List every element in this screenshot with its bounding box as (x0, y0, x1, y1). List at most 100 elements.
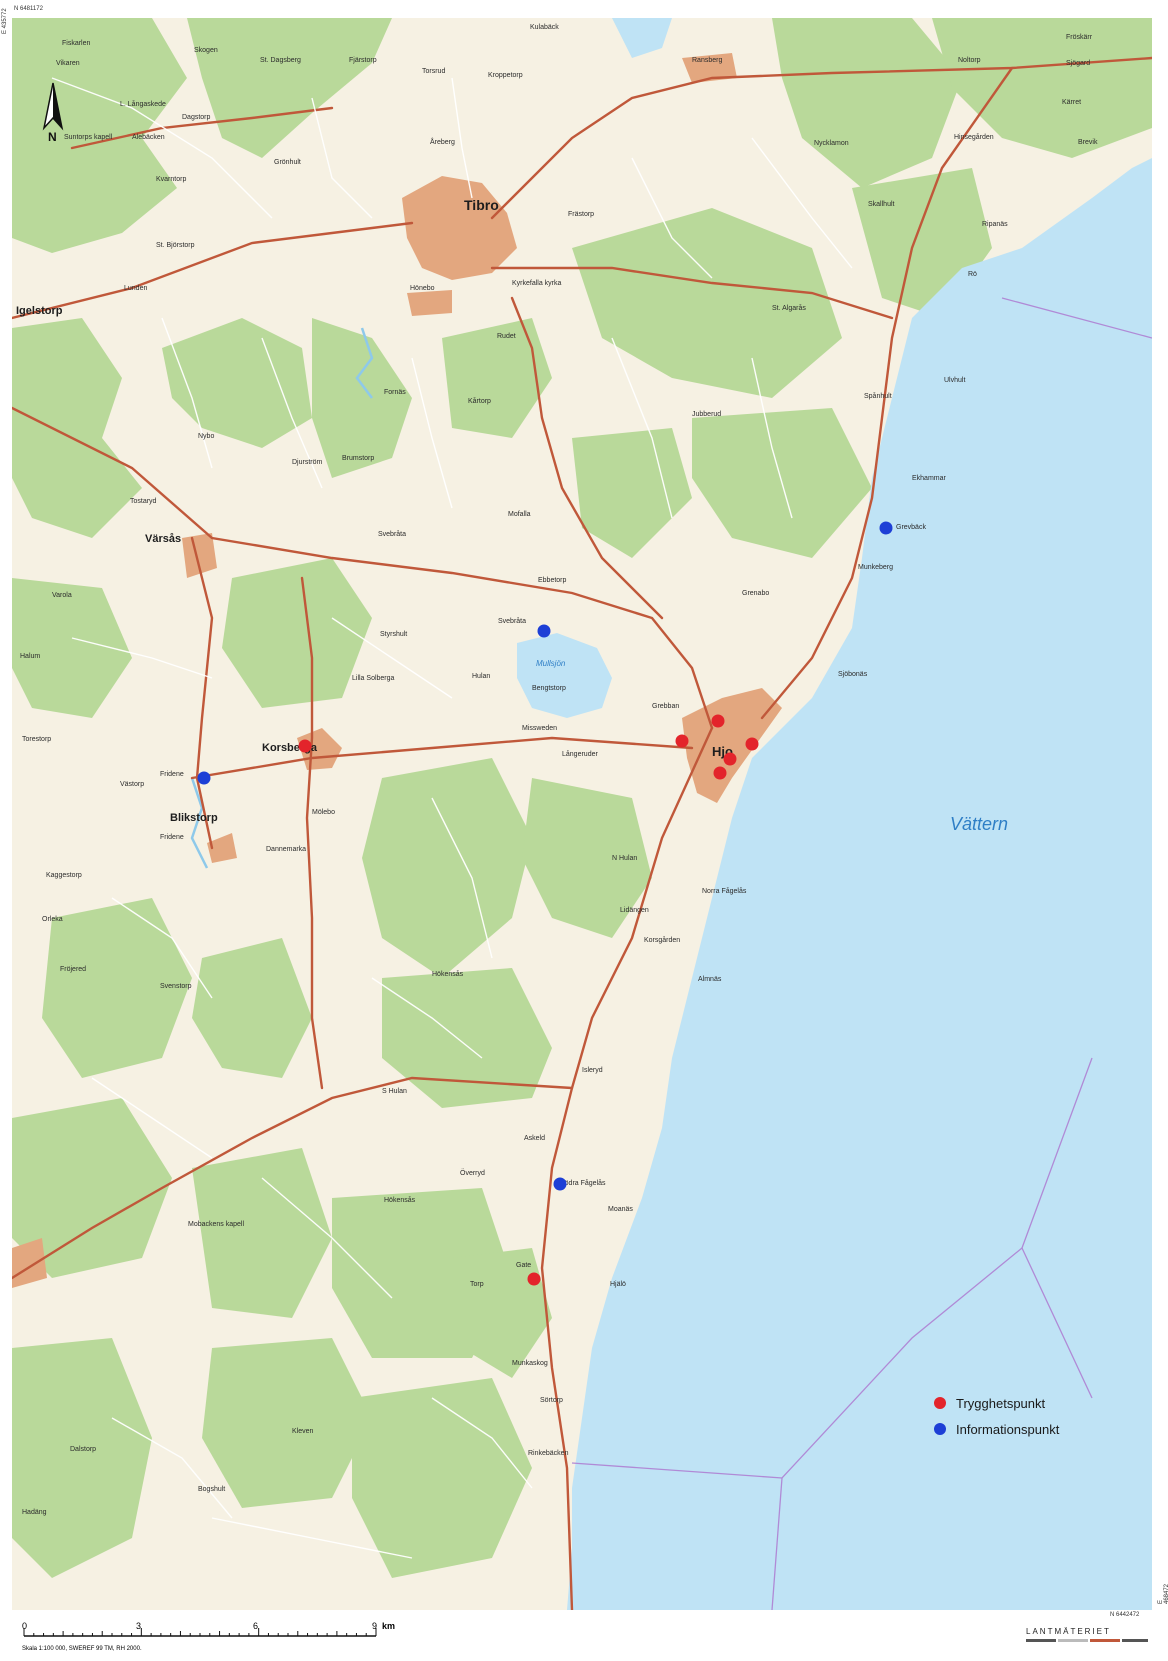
place-label: Rudet (497, 333, 516, 340)
place-label: Grönhult (274, 159, 301, 166)
place-label: Lunden (124, 285, 147, 292)
place-label: Dalstorp (70, 1446, 96, 1453)
safety-points[interactable] (298, 714, 759, 1286)
major-place-label: Värsås (145, 533, 181, 545)
place-label: Spånhult (864, 392, 892, 400)
place-label: Svebråta (378, 530, 406, 538)
scale-tick-9: 9 (372, 1621, 377, 1631)
place-label: Brumstorp (342, 455, 374, 462)
legend-info-label: Informationspunkt (956, 1422, 1060, 1437)
info-point-marker[interactable] (879, 521, 893, 535)
major-place-label: Tibro (464, 197, 499, 213)
place-label: Bengtstorp (532, 685, 566, 692)
place-label: Sörtorp (540, 1397, 563, 1404)
safety-point-marker[interactable] (723, 752, 737, 766)
scale-caption: Skala 1:100 000, SWEREF 99 TM, RH 2000. (22, 1646, 142, 1652)
place-label: Ransberg (692, 57, 722, 64)
lake-mullsjon (517, 633, 612, 718)
publisher-name: LANTMÄTERIET (1026, 1627, 1111, 1636)
info-point-marker[interactable] (197, 771, 211, 785)
place-label: Överryd (460, 1169, 485, 1177)
place-label: Dagstorp (182, 114, 211, 121)
scale-tick-0: 0 (22, 1621, 27, 1631)
place-label: Dannemarka (266, 846, 306, 853)
river (190, 327, 374, 869)
place-label: Västorp (120, 781, 144, 788)
place-label: Skallhult (868, 201, 895, 208)
north-label: N (48, 130, 57, 144)
place-label: Kaggestorp (46, 872, 82, 879)
info-point-marker[interactable] (553, 1177, 567, 1191)
place-label: Ebbetorp (538, 577, 567, 584)
place-label: Ulvhult (944, 377, 965, 384)
place-label: Brevik (1078, 139, 1098, 146)
place-label: Hökensås (432, 970, 464, 978)
place-label: Mobackens kapell (188, 1221, 244, 1228)
place-label: Moanäs (608, 1206, 633, 1213)
place-label: Tostaryd (130, 498, 157, 505)
place-label: Torestorp (22, 736, 51, 743)
place-label: Almnäs (698, 976, 722, 983)
place-label: Hökensås (384, 1196, 416, 1204)
safety-point-marker[interactable] (711, 714, 725, 728)
safety-point-marker[interactable] (298, 739, 312, 753)
place-label: Missweden (522, 725, 557, 732)
place-label: Orleka (42, 916, 63, 923)
major-place-label: Blikstorp (170, 812, 218, 824)
legend: Trygghetspunkt Informationspunkt (934, 1396, 1060, 1437)
place-label: Sjöbonäs (838, 671, 868, 678)
north-arrow: N (42, 82, 64, 144)
safety-point-marker[interactable] (745, 737, 759, 751)
place-label: Kulabäck (530, 24, 559, 31)
place-label: Kroppetorp (488, 72, 523, 79)
place-label: Gate (516, 1262, 531, 1269)
place-label: S Hulan (382, 1088, 407, 1095)
place-label: Kleven (292, 1428, 314, 1435)
place-label: Djurström (292, 459, 323, 466)
place-label: Lilla Solberga (352, 675, 395, 682)
place-label: Mofalla (508, 511, 531, 518)
safety-point-marker[interactable] (713, 766, 727, 780)
place-label: Suntorps kapell (64, 134, 113, 141)
place-label: Halum (20, 653, 40, 660)
scale-tick-3: 3 (136, 1621, 141, 1631)
place-label: Fiskarlen (62, 40, 91, 47)
coord-nw-north: N 6481172 (14, 6, 43, 12)
place-label: Skogen (194, 47, 218, 54)
scale-tick-6: 6 (253, 1621, 258, 1631)
info-point-marker[interactable] (537, 624, 551, 638)
place-label: Norra Fågelås (702, 887, 747, 895)
info-points[interactable] (197, 521, 893, 1191)
legend-info-symbol (934, 1423, 946, 1435)
safety-point-marker[interactable] (675, 734, 689, 748)
place-label: Isleryd (582, 1067, 603, 1074)
place-label: Långeruder (562, 750, 598, 758)
place-label: Ripanäs (982, 221, 1008, 228)
place-label: Åreberg (430, 137, 455, 146)
place-label: Fridene (160, 834, 184, 841)
place-label: Grenabo (742, 590, 769, 597)
coord-se-north: N 6442472 (1110, 1612, 1140, 1618)
place-label: Nycklamon (814, 140, 849, 147)
place-label: Nybo (198, 433, 214, 440)
major-place-label: Igelstorp (16, 305, 63, 317)
place-label: Sjögard (1066, 60, 1090, 67)
safety-point-marker[interactable] (527, 1272, 541, 1286)
place-label: Noltorp (958, 57, 981, 64)
lake-vattern (567, 18, 1152, 1610)
coord-se-east: E 468472 (1158, 1583, 1168, 1604)
place-label: Varola (52, 592, 72, 599)
place-label: Hulan (472, 673, 490, 680)
place-label: N Hulan (612, 855, 637, 862)
place-label: Torsrud (422, 68, 445, 75)
place-label: Lidängen (620, 907, 649, 914)
place-label: Bogshult (198, 1486, 225, 1493)
place-label: Ekhammar (912, 475, 947, 482)
place-label: Södra Fågelås (560, 1179, 606, 1187)
place-label: Fjärstorp (349, 57, 377, 64)
place-label: Svenstorp (160, 983, 192, 990)
place-label: Styrshult (380, 631, 407, 638)
